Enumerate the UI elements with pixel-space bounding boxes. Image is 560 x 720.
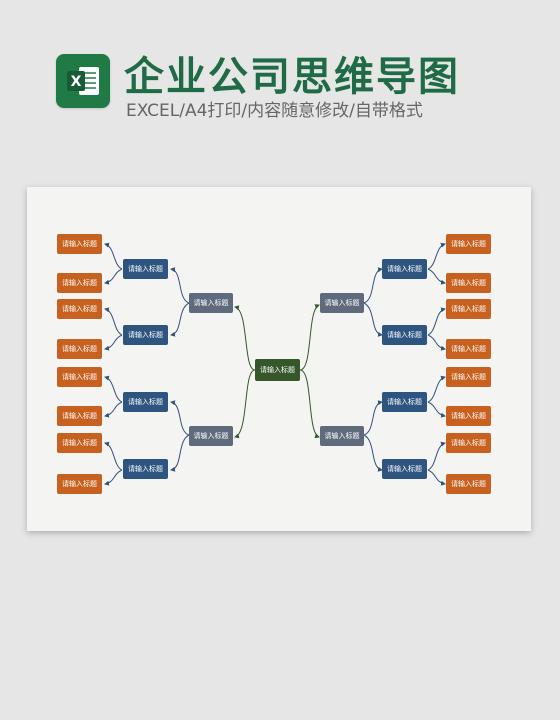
left-leaf-node[interactable]: 请输入标题 — [57, 339, 102, 359]
connector-l1-sub2 — [170, 302, 190, 337]
page-title: 企业公司思维导图 — [124, 54, 460, 100]
mindmap-canvas: 请输入标题 请输入标题 请输入标题 请输入标题 请输入标题 请输入标题 请输入标… — [27, 187, 531, 531]
right-leaf-node[interactable]: 请输入标题 — [446, 234, 491, 254]
right-leaf-node[interactable]: 请输入标题 — [446, 406, 491, 426]
right-sub-node-2[interactable]: 请输入标题 — [382, 325, 427, 345]
connector-l2-sub1 — [170, 400, 190, 436]
right-leaf-node[interactable]: 请输入标题 — [446, 367, 491, 387]
left-leaf-node[interactable]: 请输入标题 — [57, 433, 102, 453]
left-leaf-node[interactable]: 请输入标题 — [57, 406, 102, 426]
left-leaf-node[interactable]: 请输入标题 — [57, 273, 102, 293]
connector-center-right-bottom — [299, 369, 320, 439]
connector-r1-sub2 — [363, 302, 383, 337]
right-leaf-node[interactable]: 请输入标题 — [446, 299, 491, 319]
center-node[interactable]: 请输入标题 — [255, 359, 300, 381]
connector-ls3-leaf — [104, 375, 123, 403]
excel-icon: X — [67, 67, 99, 95]
connector-rs2-leaf — [427, 334, 446, 351]
connector-rs4-leaf — [427, 441, 446, 471]
connector-ls1-leaf — [104, 268, 123, 285]
connector-center-left-top — [234, 305, 256, 371]
connector-ls1-leaf — [104, 242, 123, 270]
connector-rs1-leaf — [427, 242, 446, 270]
right-branch-node-2[interactable]: 请输入标题 — [320, 426, 364, 446]
connector-center-right-top — [299, 304, 320, 371]
connector-l1-sub1 — [170, 267, 190, 304]
connector-ls2-leaf — [104, 307, 123, 336]
right-branch-node-1[interactable]: 请输入标题 — [320, 293, 364, 313]
connector-r2-sub2 — [363, 434, 383, 472]
connector-rs3-leaf — [427, 375, 446, 403]
connector-rs2-leaf — [427, 307, 446, 336]
right-sub-node-3[interactable]: 请输入标题 — [382, 392, 427, 412]
left-leaf-node[interactable]: 请输入标题 — [57, 367, 102, 387]
connector-ls4-leaf — [104, 469, 123, 486]
left-leaf-node[interactable]: 请输入标题 — [57, 234, 102, 254]
left-branch-node-2[interactable]: 请输入标题 — [189, 426, 233, 446]
connector-rs4-leaf — [427, 469, 446, 486]
connector-r1-sub1 — [363, 267, 383, 304]
left-branch-node-1[interactable]: 请输入标题 — [189, 293, 233, 313]
logo-letter: X — [71, 74, 82, 90]
connector-ls2-leaf — [104, 334, 123, 351]
right-leaf-node[interactable]: 请输入标题 — [446, 433, 491, 453]
excel-logo: X — [56, 54, 110, 108]
connector-rs1-leaf — [427, 268, 446, 285]
connector-rs3-leaf — [427, 401, 446, 418]
connector-center-left-bottom — [234, 369, 256, 439]
page-subtitle: EXCEL/A4打印/内容随意修改/自带格式 — [126, 101, 423, 121]
connector-ls4-leaf — [104, 441, 123, 471]
right-sub-node-1[interactable]: 请输入标题 — [382, 259, 427, 279]
connector-r2-sub1 — [363, 400, 383, 436]
right-leaf-node[interactable]: 请输入标题 — [446, 339, 491, 359]
left-leaf-node[interactable]: 请输入标题 — [57, 474, 102, 494]
left-sub-node-1[interactable]: 请输入标题 — [123, 259, 168, 279]
left-sub-node-2[interactable]: 请输入标题 — [123, 325, 168, 345]
connector-ls3-leaf — [104, 401, 123, 418]
left-sub-node-4[interactable]: 请输入标题 — [123, 459, 168, 479]
left-leaf-node[interactable]: 请输入标题 — [57, 299, 102, 319]
right-leaf-node[interactable]: 请输入标题 — [446, 474, 491, 494]
left-sub-node-3[interactable]: 请输入标题 — [123, 392, 168, 412]
right-leaf-node[interactable]: 请输入标题 — [446, 273, 491, 293]
connector-lines — [104, 242, 446, 486]
connector-l2-sub2 — [170, 434, 190, 472]
right-sub-node-4[interactable]: 请输入标题 — [382, 459, 427, 479]
